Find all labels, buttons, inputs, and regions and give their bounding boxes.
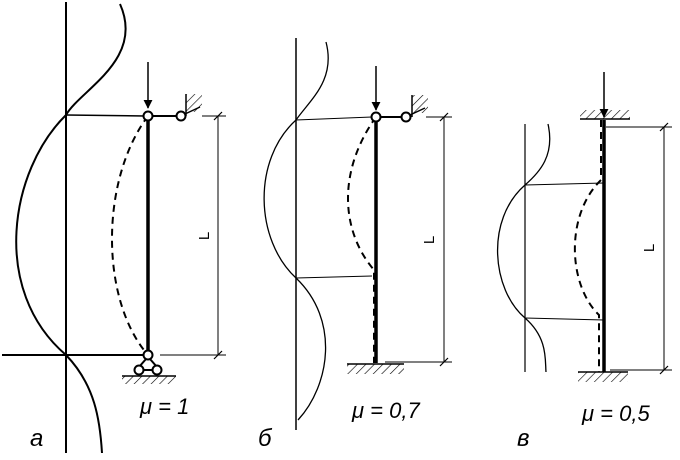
fixed-base-support <box>347 363 404 374</box>
buckling-wave-curve <box>496 123 551 373</box>
panel-b: L б μ = 0,7 <box>258 38 452 452</box>
mu-label-b: μ = 0,7 <box>351 398 420 423</box>
mu-label-a: μ = 1 <box>139 394 189 419</box>
bottom-projection-line <box>295 275 373 279</box>
panel-letter-a: а <box>30 425 43 452</box>
bottom-projection-line <box>524 317 605 321</box>
top-projection-line <box>65 114 146 117</box>
top-roller-support <box>142 94 202 122</box>
fixed-top-support <box>580 110 630 120</box>
deflected-shape <box>111 115 149 356</box>
panel-a: L а μ = 1 <box>2 2 226 454</box>
length-dimension: L <box>385 112 452 367</box>
length-dimension: L <box>160 111 226 360</box>
panel-letter-b: б <box>258 425 273 452</box>
length-label: L <box>421 236 438 244</box>
mu-label-c: μ = 0,5 <box>581 401 650 426</box>
length-label: L <box>196 232 213 240</box>
length-dimension: L <box>606 122 672 375</box>
deflected-shape <box>347 116 377 363</box>
fixed-base-support <box>578 371 628 382</box>
top-projection-line <box>295 116 373 121</box>
panel-c: L в μ = 0,5 <box>496 72 672 452</box>
top-roller-support <box>370 95 428 123</box>
bottom-pin-support <box>122 349 176 384</box>
top-projection-line <box>524 182 605 186</box>
length-label: L <box>641 244 658 252</box>
buckling-wave-curve <box>15 3 127 454</box>
deflected-shape <box>573 120 602 372</box>
panel-letter-c: в <box>517 425 530 452</box>
buckling-wave-curve <box>263 41 329 421</box>
